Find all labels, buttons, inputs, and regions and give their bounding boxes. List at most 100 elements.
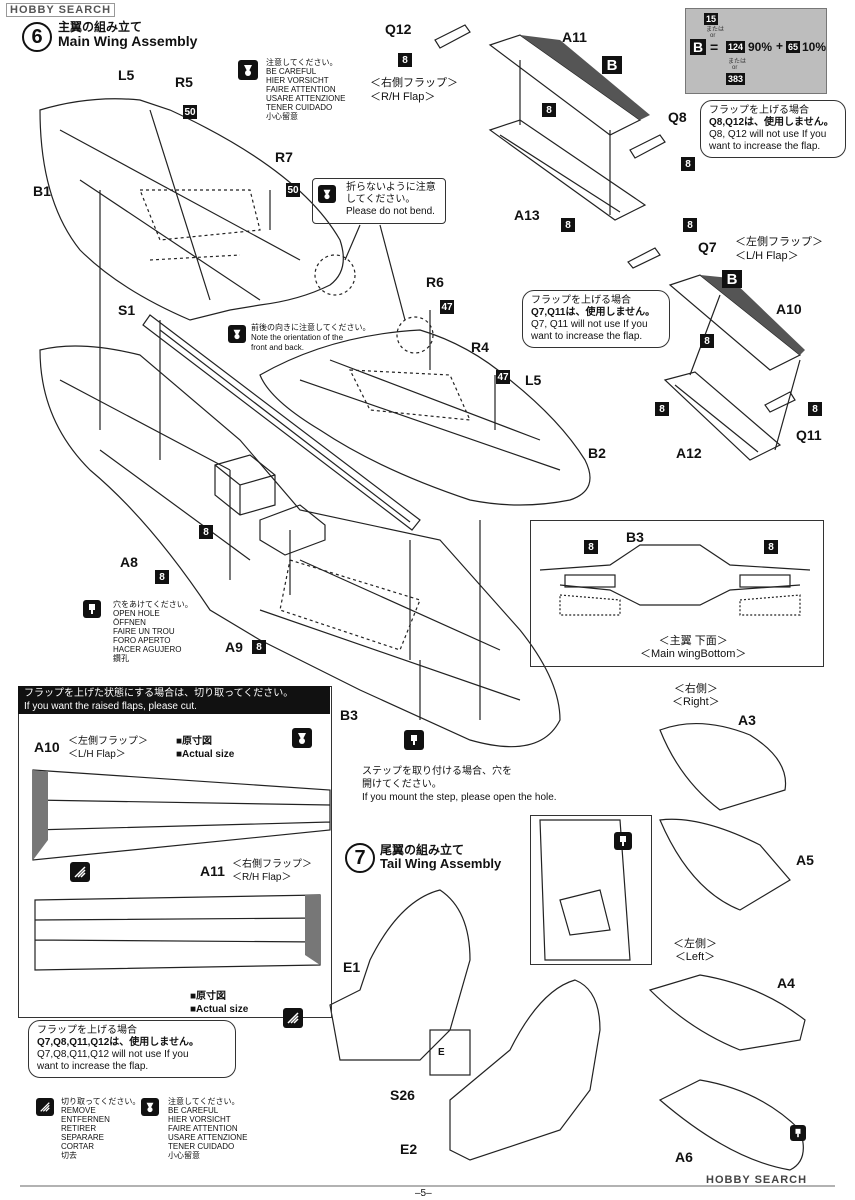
part-label: Q7 — [698, 239, 717, 255]
paint-or2-en: or — [732, 65, 738, 71]
actual-size-label: ■原寸図■Actual size — [176, 736, 235, 760]
paint-code-top: 15 — [704, 13, 719, 25]
part-label: B1 — [33, 183, 51, 199]
bottom-view-label: ＜主翼 下面＞＜Main wingBottom＞ — [640, 635, 747, 660]
right-label: ＜右側＞＜Right＞ — [672, 683, 720, 708]
part-label: B3 — [340, 707, 358, 723]
tail-e2 — [449, 979, 601, 1161]
paint-badge: 8 — [561, 218, 575, 232]
paint-badge: 8 — [542, 103, 556, 117]
paint-badge: 8 — [155, 570, 169, 584]
paint-box: 15 または or B = 124 90% + 65 10% または or 38… — [685, 8, 827, 94]
section-number: 6 — [22, 22, 52, 52]
section-title-en: Main Wing Assembly — [58, 33, 198, 49]
paint-badge: 8 — [683, 218, 697, 232]
part-label: A13 — [514, 207, 540, 223]
paint-badge: 50 — [286, 183, 300, 197]
careful-icon — [292, 728, 312, 748]
cut-icon — [70, 862, 90, 882]
detail-inset — [530, 815, 652, 965]
part-label: A11 — [200, 863, 225, 879]
watermark-logo: HOBBY SEARCH — [6, 3, 116, 17]
part-label: R7 — [275, 149, 293, 165]
paint-letter-badge: B — [602, 56, 622, 74]
section-title: 尾翼の組み立て Tail Wing Assembly — [380, 843, 501, 871]
paint-equals: = — [710, 39, 719, 55]
flap-cut-panel — [18, 686, 332, 1018]
part-label: Q12 — [385, 21, 412, 37]
part-label: B2 — [588, 445, 606, 461]
spar-s1 — [142, 314, 421, 531]
paint-badge: 8 — [808, 402, 822, 416]
flap-a13 — [488, 119, 647, 221]
flap-label-lh: ＜左側フラップ＞＜L/H Flap＞ — [68, 736, 148, 760]
part-label: E1 — [343, 959, 361, 975]
part-label: R6 — [426, 274, 444, 290]
careful-icon — [141, 1098, 159, 1116]
bend-note-box — [312, 178, 446, 224]
careful-icon — [238, 60, 258, 80]
part-label: R5 — [175, 74, 193, 90]
left-label: ＜左側＞＜Left＞ — [673, 938, 717, 963]
flap-a12 — [663, 371, 782, 461]
paint-pct1: 90% — [748, 40, 773, 54]
part-label: L5 — [525, 372, 542, 388]
paint-badge: 8 — [584, 540, 598, 554]
tail-a3 — [659, 723, 787, 811]
paint-badge: 47 — [496, 370, 510, 384]
paint-badge: 8 — [252, 640, 266, 654]
watermark-text: HOBBY SEARCH — [706, 1174, 808, 1186]
bottom-view-frame — [530, 520, 824, 667]
section-title-jp: 主翼の組み立て — [58, 20, 143, 34]
paint-pct2: 10% — [802, 40, 827, 54]
part-label: E2 — [400, 1141, 418, 1157]
careful-icon — [318, 185, 336, 203]
paint-plus: + — [776, 39, 784, 53]
part-label: Q8 — [668, 109, 687, 125]
tail-a5 — [659, 818, 791, 911]
paint-badge: 47 — [440, 300, 454, 314]
part-label: A6 — [675, 1149, 693, 1165]
part-label: A12 — [676, 445, 702, 461]
section-title: 主翼の組み立て Main Wing Assembly — [58, 20, 197, 48]
paint-code-bottom: 383 — [726, 73, 746, 85]
wing-b1 — [39, 98, 344, 321]
flap-cut-banner: フラップを上げた状態にする場合は、切り取ってください。If you want t… — [18, 686, 330, 714]
flap-label-rh: ＜右側フラップ＞＜R/H Flap＞ — [232, 859, 312, 883]
tail-e1 — [329, 889, 471, 1061]
part-label: R4 — [471, 339, 489, 355]
paint-badge: 8 — [700, 334, 714, 348]
drill-icon — [614, 832, 632, 850]
paint-badge: 8 — [199, 525, 213, 539]
part-label: A8 — [120, 554, 138, 570]
paint-letter: B — [690, 39, 706, 55]
drill-icon — [790, 1125, 806, 1141]
section-title-en: Tail Wing Assembly — [380, 856, 502, 871]
cut-icon — [36, 1098, 54, 1116]
section-title-jp: 尾翼の組み立て — [380, 843, 465, 857]
part-label: A4 — [777, 975, 795, 991]
paint-code-mid2: 65 — [786, 41, 801, 53]
part-label: B3 — [626, 529, 644, 545]
drill-icon — [83, 600, 101, 618]
actual-size-label: ■原寸図■Actual size — [190, 991, 249, 1015]
paint-or1-en: or — [710, 33, 716, 39]
wing-lower — [39, 345, 561, 748]
part-label: L5 — [118, 67, 135, 83]
part-label: S26 — [390, 1087, 415, 1103]
careful-icon — [228, 325, 246, 343]
step-note: ステップを取り付ける場合、穴を開けてください。If you mount the … — [362, 766, 557, 803]
part-label: E — [438, 1047, 445, 1058]
part-label: Q11 — [796, 427, 822, 443]
flap-label-rh: ＜右側フラップ＞＜R/H Flap＞ — [370, 77, 458, 103]
paint-or2: または — [728, 59, 747, 65]
paint-badge: 8 — [764, 540, 778, 554]
